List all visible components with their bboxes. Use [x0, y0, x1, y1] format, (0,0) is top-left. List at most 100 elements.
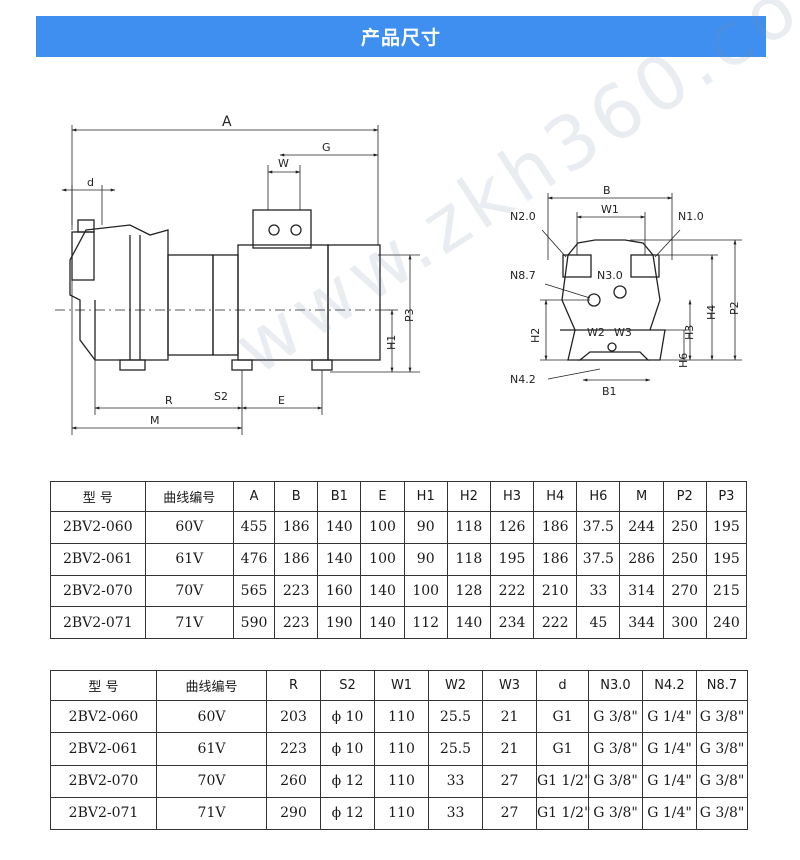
label-M: M	[150, 414, 160, 427]
dimension-drawing: A G W d P3 H1 S2 R E M	[55, 114, 742, 435]
table-cell: 110	[374, 732, 429, 766]
column-header: W3	[482, 670, 537, 701]
table-cell: G 3/8"	[588, 732, 643, 766]
column-header: 曲线编号	[156, 670, 267, 701]
side-view-dimensions	[61, 125, 420, 435]
table-cell: 140	[446, 606, 491, 639]
label-G: G	[322, 141, 331, 154]
table-cell: 126	[489, 511, 535, 544]
side-view-labels: A G W d P3 H1 S2 R E M	[87, 114, 416, 427]
label-H4: H4	[705, 305, 718, 320]
table-cell: 118	[446, 511, 491, 544]
table-cell: G 3/8"	[696, 732, 748, 766]
table-cell: 186	[274, 542, 319, 576]
label-A: A	[222, 114, 232, 130]
column-header: N8.7	[696, 670, 748, 701]
table-cell: 27	[482, 764, 537, 798]
table-cell: 110	[374, 764, 429, 798]
table-cell: 128	[446, 574, 491, 608]
label-R: R	[165, 394, 173, 407]
label-E: E	[278, 394, 285, 407]
table-cell: G 3/8"	[696, 764, 748, 798]
table-cell: 222	[533, 606, 578, 639]
table-cell: 2BV2-061	[50, 542, 146, 576]
table-cell: 2BV2-070	[50, 764, 157, 798]
table-cell: 60V	[156, 699, 267, 734]
table-cell: 565	[232, 574, 276, 608]
table-cell: 2BV2-061	[50, 732, 157, 766]
table-cell: 195	[705, 542, 748, 576]
table-cell: G1 1/2"	[536, 764, 591, 798]
table-cell: 140	[360, 574, 405, 608]
column-header: 型 号	[50, 481, 146, 512]
column-header: P2	[662, 481, 707, 512]
table-cell: 25.5	[428, 699, 483, 734]
table-cell: G 3/8"	[696, 796, 748, 831]
table-cell: 60V	[144, 511, 234, 544]
column-header: E	[360, 481, 405, 512]
table-cell: 33	[428, 796, 483, 831]
section-title-banner: 产品尺寸	[36, 16, 766, 57]
table-cell: 25.5	[428, 732, 483, 766]
table-cell: 195	[489, 542, 535, 576]
column-header: M	[619, 481, 664, 512]
label-N2-0: N2.0	[510, 210, 536, 223]
table-cell: 2BV2-071	[50, 796, 157, 831]
table-cell: 290	[266, 796, 321, 831]
table-cell: 61V	[144, 542, 234, 576]
label-N3-0: N3.0	[597, 269, 623, 282]
table-cell: 2BV2-060	[50, 511, 146, 544]
column-header: P3	[705, 481, 748, 512]
table-cell: 234	[489, 606, 535, 639]
table-cell: 100	[360, 542, 405, 576]
table-cell: ϕ 10	[320, 699, 375, 734]
table-cell: G 1/4"	[642, 764, 697, 798]
table-cell: 27	[482, 796, 537, 831]
table-cell: 90	[403, 542, 448, 576]
label-B1: B1	[602, 385, 617, 398]
label-W: W	[278, 157, 289, 170]
table-cell: G 1/4"	[642, 796, 697, 831]
table-cell: 90	[403, 511, 448, 544]
column-header: N3.0	[588, 670, 643, 701]
table-cell: 100	[403, 574, 448, 608]
table-cell: G1	[536, 732, 589, 766]
table-cell: 186	[533, 511, 578, 544]
label-H2: H2	[529, 328, 542, 343]
table-cell: 590	[232, 606, 276, 639]
table-cell: 244	[619, 511, 664, 544]
table-cell: 160	[317, 574, 362, 608]
table-cell: ϕ 10	[320, 732, 375, 766]
table-cell: 210	[533, 574, 578, 608]
table-cell: 118	[446, 542, 491, 576]
table-cell: 476	[232, 542, 276, 576]
column-header: A	[232, 481, 276, 512]
column-header: 曲线编号	[144, 481, 234, 512]
label-P2: P2	[728, 301, 741, 315]
label-H3: H3	[683, 325, 696, 340]
table-cell: G1 1/2"	[536, 796, 591, 831]
table-cell: 21	[482, 732, 537, 766]
table-cell: 2BV2-070	[50, 574, 146, 608]
table-cell: 37.5	[576, 542, 621, 576]
table-cell: 2BV2-071	[50, 606, 146, 639]
column-header: H3	[489, 481, 535, 512]
table-cell: 250	[662, 511, 707, 544]
table-cell: 61V	[156, 732, 267, 766]
table-cell: 270	[662, 574, 707, 608]
table-cell: G1	[536, 699, 589, 734]
table-cell: ϕ 12	[320, 764, 375, 798]
table-cell: 223	[274, 574, 319, 608]
column-header: W2	[428, 670, 483, 701]
table-cell: 71V	[156, 796, 267, 831]
